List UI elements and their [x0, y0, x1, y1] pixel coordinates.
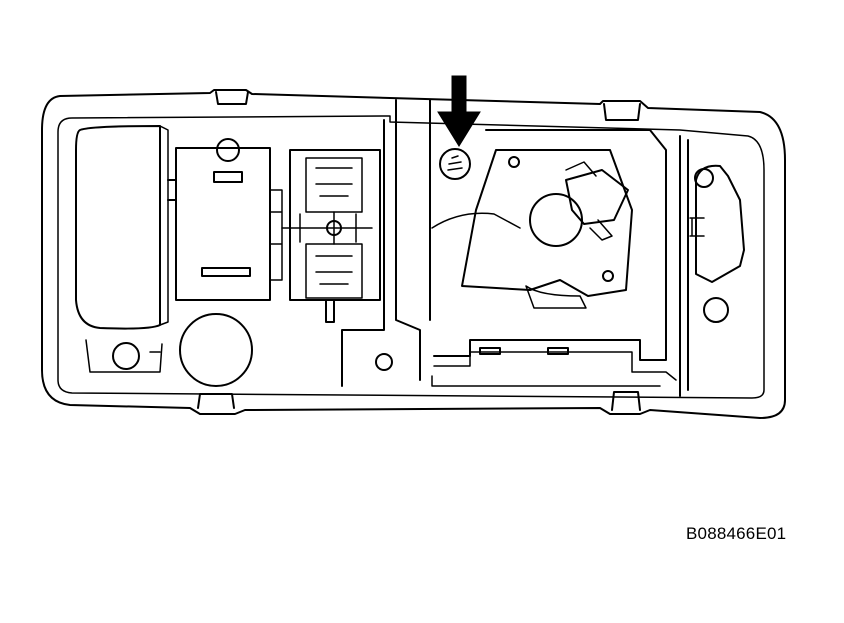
terminal-lower: [306, 244, 362, 298]
screw-thread: [448, 156, 462, 170]
left-lower-knob: [113, 343, 139, 369]
right-knob: [704, 298, 728, 322]
switch-side-tabs: [270, 190, 282, 280]
figure-code-label: B088466E01: [686, 524, 787, 543]
terminal-upper: [306, 158, 362, 212]
right-divider: [680, 136, 688, 396]
right-top-knob: [695, 169, 713, 187]
right-holder-inner: [690, 218, 704, 236]
round-boss: [180, 314, 252, 386]
right-compartment-step: [432, 352, 676, 386]
left-lens-edge: [160, 126, 168, 325]
top-clip-left: [216, 92, 248, 104]
housing-outer: [42, 90, 785, 418]
bulb-base: [566, 170, 628, 224]
plate-hole-left: [509, 157, 519, 167]
bulb-globe: [530, 194, 582, 246]
switch-upper-slot: [214, 172, 242, 182]
left-lower-socket: [86, 340, 162, 372]
terminal-pin: [327, 221, 341, 235]
switch-post: [326, 300, 334, 322]
right-compartment: [434, 130, 666, 360]
slot-a: [480, 348, 500, 354]
plate-hole-right: [603, 271, 613, 281]
screw: [440, 149, 470, 179]
housing-inner-rim: [58, 116, 764, 398]
switch-body: [176, 148, 270, 300]
bottom-clip-right: [612, 392, 640, 410]
bulb-plate-inner: [526, 286, 586, 308]
terminal-frame: [290, 150, 380, 300]
bottom-clip-left: [198, 394, 234, 408]
center-hole: [376, 354, 392, 370]
bulb-clip: [566, 162, 612, 240]
center-partition: [342, 100, 430, 386]
boss-top: [217, 139, 239, 161]
switch-left-flange: [168, 180, 176, 200]
top-clip-right: [604, 104, 640, 120]
callout-arrow: [438, 76, 480, 146]
switch-lower-slot: [202, 268, 250, 276]
bulb-plate: [462, 150, 632, 296]
left-lens: [76, 126, 160, 329]
right-holder: [696, 166, 744, 282]
reflector-curve: [432, 213, 520, 228]
slot-b: [548, 348, 568, 354]
